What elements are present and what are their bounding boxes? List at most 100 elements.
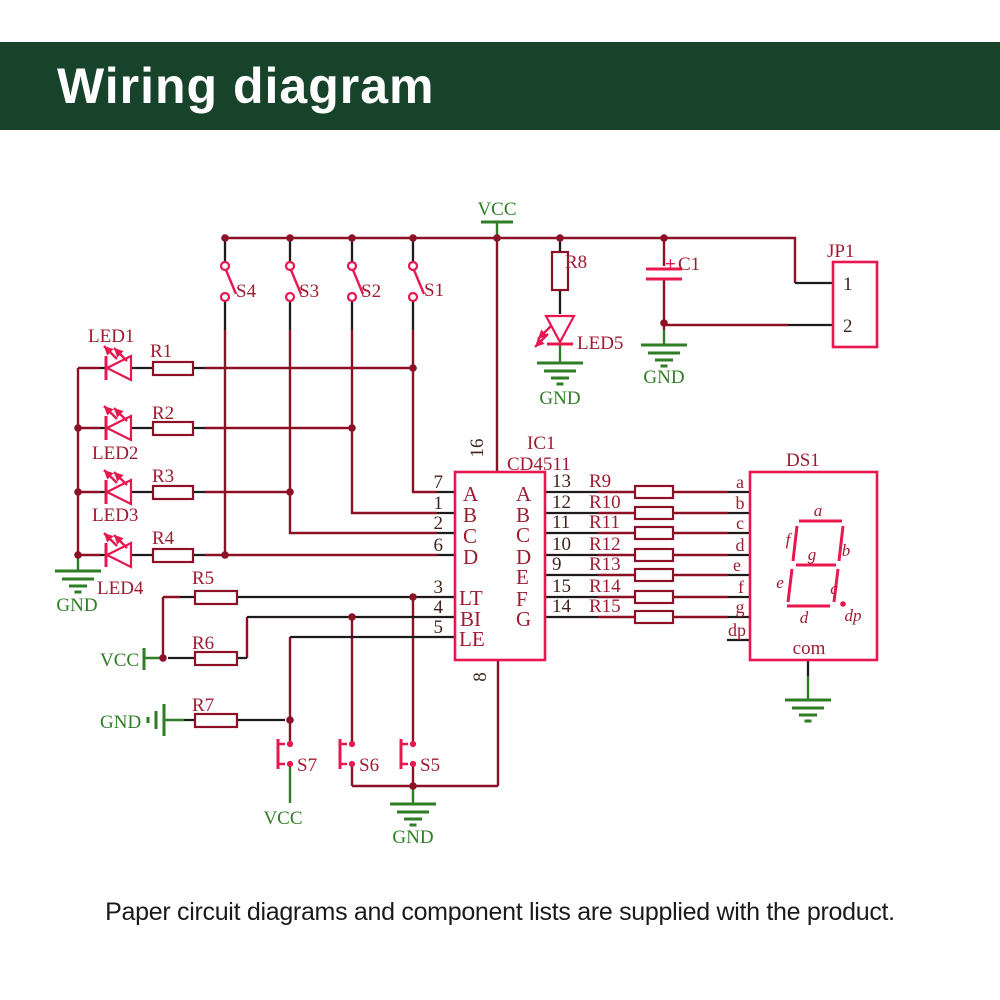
resistor-r11 <box>633 525 675 541</box>
resistor-r3 <box>151 484 195 501</box>
label-ds-d: d <box>736 535 745 555</box>
label-pin10: 10 <box>552 534 571 555</box>
label-s6: S6 <box>359 755 379 776</box>
label-r11: R11 <box>589 512 620 533</box>
switch-s4 <box>219 260 238 303</box>
label-r4: R4 <box>152 528 175 549</box>
label-ds1: DS1 <box>786 450 820 471</box>
label-gnd-c1: GND <box>643 367 684 388</box>
label-pin15: 15 <box>552 576 571 597</box>
resistor-r4 <box>151 547 195 564</box>
led-led5 <box>534 314 576 348</box>
label-out-b: B <box>516 503 530 527</box>
label-seg-b: b <box>842 541 851 560</box>
label-out-d: D <box>516 545 531 569</box>
led-led4 <box>103 532 133 569</box>
gnd-symbol-c1 <box>641 343 687 368</box>
led-led2 <box>103 405 133 442</box>
label-cd4511: CD4511 <box>507 454 571 475</box>
label-in-b: B <box>463 503 477 527</box>
switch-s1 <box>407 260 426 303</box>
label-gnd-mid: GND <box>100 712 141 733</box>
label-out-g: G <box>516 607 531 631</box>
label-r2: R2 <box>152 403 174 424</box>
label-pin4: 4 <box>434 597 444 618</box>
label-vcc-mid: VCC <box>100 650 139 671</box>
resistor-r15 <box>633 609 675 625</box>
label-r15: R15 <box>589 596 621 617</box>
resistor-r10 <box>633 505 675 521</box>
resistor-r12 <box>633 547 675 563</box>
label-r8: R8 <box>565 252 587 273</box>
label-c1-plus: + <box>665 254 676 275</box>
label-led1: LED1 <box>88 326 134 347</box>
label-le: LE <box>459 627 485 651</box>
label-r6: R6 <box>192 633 214 654</box>
label-vcc-top: VCC <box>477 199 516 220</box>
ic-cd4511-body <box>453 470 547 662</box>
label-in-c: C <box>463 524 477 548</box>
label-r5: R5 <box>192 568 214 589</box>
label-seg-dp: dp <box>845 606 862 625</box>
label-ds-e: e <box>733 555 741 575</box>
label-led3: LED3 <box>92 505 138 526</box>
resistor-r14 <box>633 589 675 605</box>
title-banner: Wiring diagram <box>0 42 1000 130</box>
label-seg-d: d <box>800 608 809 627</box>
label-pin5: 5 <box>434 617 444 638</box>
label-led4: LED4 <box>97 578 144 599</box>
resistor-r1 <box>151 360 195 377</box>
label-jp1: JP1 <box>827 241 854 262</box>
label-r13: R13 <box>589 554 621 575</box>
label-vcc-bottom: VCC <box>263 808 302 829</box>
label-r10: R10 <box>589 492 621 513</box>
label-ds-g: g <box>736 597 745 617</box>
label-r3: R3 <box>152 466 174 487</box>
gnd-symbol-ds1 <box>785 698 831 723</box>
label-pin2: 2 <box>434 513 444 534</box>
label-pin1: 1 <box>434 493 444 514</box>
gnd-symbol-bottom <box>390 802 436 827</box>
label-pin3: 3 <box>434 577 444 598</box>
label-pin12: 12 <box>552 492 571 513</box>
label-s4: S4 <box>236 281 257 302</box>
label-pin16: 16 <box>467 439 488 458</box>
label-ds-dp: dp <box>728 620 746 640</box>
label-bi: BI <box>460 607 481 631</box>
label-pin11: 11 <box>552 512 570 533</box>
label-s2: S2 <box>361 281 381 302</box>
label-s3: S3 <box>299 281 319 302</box>
switch-s3 <box>284 260 303 303</box>
label-seg-g: g <box>808 545 817 564</box>
label-r12: R12 <box>589 534 621 555</box>
label-seg-c: c <box>830 579 838 598</box>
label-pin8: 8 <box>470 672 491 682</box>
label-ic1: IC1 <box>527 433 556 454</box>
label-gnd-bottom: GND <box>392 827 433 848</box>
resistor-r6 <box>193 650 239 667</box>
label-pin6: 6 <box>434 535 444 556</box>
label-r1: R1 <box>150 341 172 362</box>
label-led5: LED5 <box>577 333 623 354</box>
label-seg-a: a <box>814 501 823 520</box>
label-out-a: A <box>516 482 532 506</box>
button-s7 <box>276 739 294 769</box>
label-ds-f: f <box>738 577 744 597</box>
connector-jp1-body <box>831 260 879 349</box>
button-s5 <box>399 739 417 769</box>
label-com: com <box>793 638 826 659</box>
button-s6 <box>338 739 356 769</box>
label-jp1-pin1: 1 <box>843 274 853 295</box>
label-s7: S7 <box>297 755 317 776</box>
footer-caption: Paper circuit diagrams and component lis… <box>105 898 895 926</box>
gnd-symbol-led-bus <box>55 569 101 594</box>
label-r7: R7 <box>192 695 214 716</box>
label-led2: LED2 <box>92 443 138 464</box>
resistor-r7 <box>193 712 239 729</box>
gnd-symbol-led5 <box>537 361 583 386</box>
decimal-point-dot <box>840 601 846 607</box>
label-jp1-pin2: 2 <box>843 316 853 337</box>
label-ds-c: c <box>736 513 744 533</box>
led-led1 <box>103 345 133 382</box>
label-seg-f: f <box>786 530 793 549</box>
